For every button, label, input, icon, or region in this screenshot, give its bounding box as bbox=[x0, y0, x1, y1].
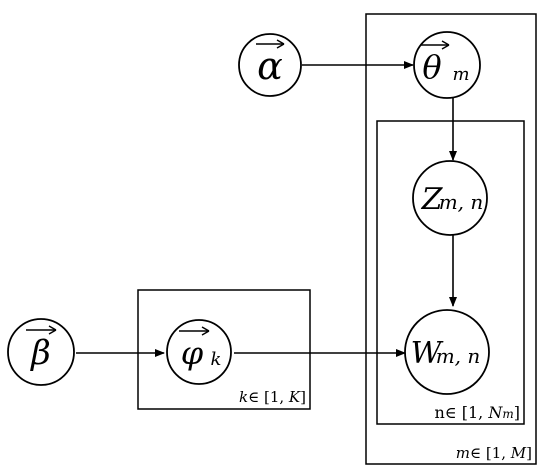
doc-plate-label: m∈ [1, M] bbox=[456, 444, 532, 462]
doc-plate bbox=[365, 13, 537, 465]
word-plate-label: n∈ [1, Nm] bbox=[435, 403, 520, 422]
topic-plate bbox=[137, 289, 311, 410]
node-phi: φ k bbox=[166, 319, 232, 385]
word-plate bbox=[376, 120, 525, 425]
alpha-symbol: α bbox=[257, 44, 283, 88]
phi-symbol: φ bbox=[181, 334, 204, 372]
node-beta: β bbox=[7, 318, 75, 386]
node-w: W m, n bbox=[404, 309, 490, 395]
node-z: Z m, n bbox=[412, 160, 488, 236]
z-symbol: Z bbox=[421, 182, 444, 217]
beta-symbol: β bbox=[29, 333, 51, 373]
phi-subscript: k bbox=[211, 349, 222, 370]
z-subscript: m, n bbox=[439, 190, 484, 214]
node-theta: θ m bbox=[413, 31, 481, 99]
node-alpha: α bbox=[238, 33, 302, 97]
topic-plate-label: k∈ [1, K] bbox=[239, 388, 306, 406]
theta-subscript: m bbox=[452, 64, 469, 85]
w-symbol: W bbox=[411, 336, 444, 371]
theta-symbol: θ bbox=[422, 48, 441, 86]
w-subscript: m, n bbox=[436, 344, 481, 368]
